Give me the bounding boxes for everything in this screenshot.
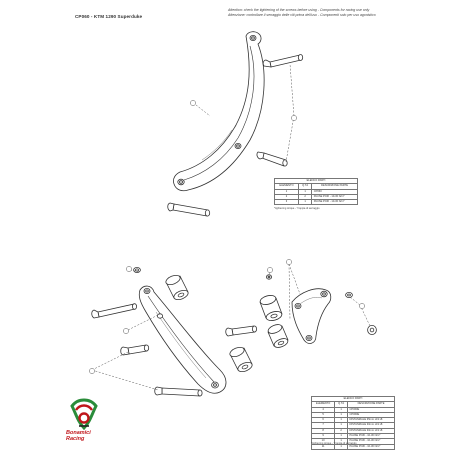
table-cell: 4 — [310, 406, 336, 413]
table-cell: 7 — [310, 422, 336, 429]
document-title: CP060 - KTM 1290 Superduke — [75, 14, 143, 19]
warning-notice: Attention: check the tightening of the s… — [228, 8, 428, 18]
screw-top-2 — [256, 151, 288, 167]
spacer-small — [133, 266, 141, 273]
column-header-element: ELEMENTO — [310, 401, 336, 408]
callout-leaders — [91, 63, 371, 391]
warning-line-english: Attention: check the tightening of the s… — [228, 8, 370, 12]
screw-top-1 — [262, 54, 304, 68]
brand-name-line1: Bonamici — [66, 430, 91, 436]
table-row: 7 1 DISTANZIALE 30mm x19 x8 — [310, 422, 395, 429]
column-header-description: DESCRIZIONE PARTE — [347, 401, 395, 408]
table-row: 3 1 PAUSE POZI - 10-30 N/m* — [274, 199, 358, 206]
mounting-bracket — [291, 288, 332, 344]
brand-name-line2: Racing — [66, 435, 85, 442]
warning-line-italian: Attenzione: controllare il serraggio del… — [228, 13, 376, 17]
column-header-description: DESCRIZIONE PARTE — [311, 183, 358, 190]
spacer-2 — [229, 346, 253, 373]
parts-table-top: ELENCO PARTI ELEMENTO Q.TÀ DESCRIZIONE P… — [274, 177, 358, 206]
table-cell: 1 — [297, 188, 313, 195]
washer-2 — [345, 291, 353, 298]
table-row: 4 1 CP060E — [310, 406, 395, 413]
washer-1 — [265, 274, 272, 280]
table-cell: 10 — [310, 438, 336, 445]
screw-top-3 — [167, 202, 211, 217]
table-cell: 11 — [310, 443, 336, 450]
washer-3 — [367, 324, 377, 335]
screw-bottom-4 — [154, 386, 203, 397]
table-row: 11 1 PAUSE POZI - 10-30 N/m* — [310, 443, 395, 450]
case-cover-bottom — [138, 285, 227, 394]
table-cell: PAUSE POZI - 10-30 N/m* — [347, 443, 395, 450]
table-cell: 1 — [297, 199, 313, 206]
parts-table-bottom: ELENCO PARTI ELEMENTO Q.TÀ DESCRIZIONE P… — [310, 395, 395, 450]
parts-table-caption: ELENCO PARTI — [311, 395, 395, 403]
table-cell: PAUSE POZI - 10-30 N/m* — [347, 438, 395, 445]
case-cover-top — [173, 31, 265, 192]
spacer-1 — [165, 274, 189, 301]
screw-bottom-3 — [225, 325, 257, 337]
brand-logo-text: Bonamici Racing — [66, 430, 91, 442]
spacer-3 — [259, 295, 283, 321]
spacer-4 — [267, 324, 289, 348]
column-header-quantity: Q.TÀ — [297, 183, 313, 190]
table-cell: DISTANZIALE 30mm x19 x8 — [347, 422, 395, 429]
torque-note-bottom: *tightening torque - *coppia di serraggi… — [311, 442, 357, 445]
screw-bottom-2 — [120, 344, 150, 356]
table-cell: PAUSE POZI - 10-30 N/m* — [311, 199, 358, 206]
table-row: 10 1 PAUSE POZI - 10-30 N/m* — [310, 438, 395, 445]
callout-bubbles — [89, 100, 365, 374]
parts-table-caption: ELENCO PARTI — [274, 177, 358, 185]
table-cell: 3 — [274, 199, 299, 206]
bonamici-racing-emblem — [70, 398, 98, 431]
torque-note-top: *tightening torque - *coppia di serraggi… — [274, 207, 320, 210]
screw-bottom-1 — [91, 303, 137, 319]
